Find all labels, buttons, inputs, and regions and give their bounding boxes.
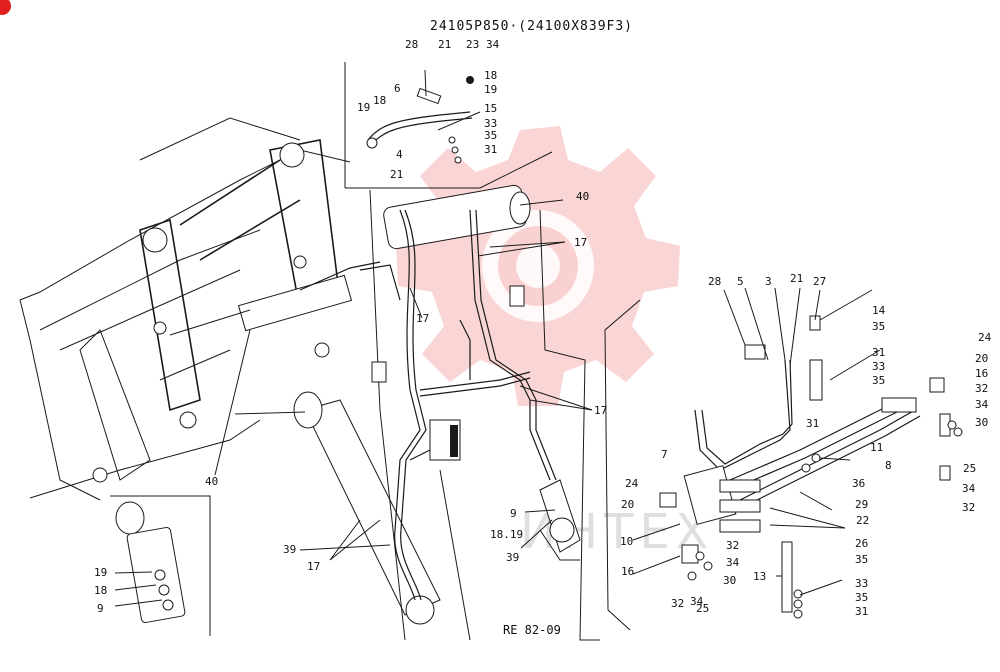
callout-32: 32 bbox=[962, 501, 975, 514]
callout-16: 16 bbox=[621, 565, 634, 578]
corner-badge-icon bbox=[0, 0, 11, 15]
callout-39: 39 bbox=[283, 543, 296, 556]
callout-35: 35 bbox=[872, 374, 885, 387]
machine-frame bbox=[19, 117, 600, 641]
callout-35: 35 bbox=[484, 129, 497, 142]
callout-29: 29 bbox=[855, 498, 868, 511]
callout-19: 19 bbox=[357, 101, 370, 114]
callout-18: 18 bbox=[94, 584, 107, 597]
callout-35: 35 bbox=[855, 553, 868, 566]
callout-32: 32 bbox=[671, 597, 684, 610]
callout-33: 33 bbox=[855, 577, 868, 590]
callout-17: 17 bbox=[416, 312, 429, 325]
callout-23: 23 bbox=[466, 38, 479, 51]
callout-34: 34 bbox=[690, 595, 704, 608]
callout-21: 21 bbox=[790, 272, 803, 285]
callout-22: 22 bbox=[856, 514, 869, 527]
callout-19: 19 bbox=[484, 83, 497, 96]
callout-8: 8 bbox=[885, 459, 892, 472]
callout-19: 19 bbox=[94, 566, 107, 579]
callout-40: 40 bbox=[576, 190, 589, 203]
callout-21: 21 bbox=[390, 168, 403, 181]
callout-28: 28 bbox=[405, 38, 418, 51]
callout-16: 16 bbox=[975, 367, 988, 380]
inset-cylinder-box bbox=[110, 495, 211, 636]
callout-18: 18 bbox=[373, 94, 386, 107]
callout-31: 31 bbox=[484, 143, 497, 156]
callout-5: 5 bbox=[737, 275, 744, 288]
callout-24: 24 bbox=[625, 477, 639, 490]
callout-26: 26 bbox=[855, 537, 868, 550]
callout-9: 9 bbox=[97, 602, 104, 615]
callout-4: 4 bbox=[396, 148, 403, 161]
callout-33: 33 bbox=[872, 360, 885, 373]
callout-13: 13 bbox=[753, 570, 766, 583]
callout-34: 34 bbox=[486, 38, 500, 51]
callout-34: 34 bbox=[975, 398, 989, 411]
hydraulic-hoses bbox=[299, 209, 557, 601]
callout-17: 17 bbox=[574, 236, 587, 249]
inset-upper-box bbox=[344, 62, 553, 189]
callout-35: 35 bbox=[855, 591, 868, 604]
callout-34: 34 bbox=[726, 556, 740, 569]
callout-32: 32 bbox=[975, 382, 988, 395]
leader-lines bbox=[114, 199, 851, 607]
valve-detail bbox=[604, 289, 963, 631]
callout-30: 30 bbox=[975, 416, 988, 429]
callout-9: 9 bbox=[510, 507, 517, 520]
callout-34: 34 bbox=[962, 482, 976, 495]
callout-27: 27 bbox=[813, 275, 826, 288]
callout-15: 15 bbox=[484, 102, 497, 115]
callout-33: 33 bbox=[484, 117, 497, 130]
callout-31: 31 bbox=[872, 346, 885, 359]
callout-labels: 28 21 23 34 18 19 6 19 18 15 33 35 31 4 … bbox=[94, 38, 992, 618]
callout-10: 10 bbox=[620, 535, 633, 548]
callout-32: 32 bbox=[726, 539, 739, 552]
diagram-title: 24105P850·(24100X839F3) bbox=[430, 19, 633, 34]
callout-24: 24 bbox=[978, 331, 992, 344]
callout-20: 20 bbox=[975, 352, 988, 365]
callout-30: 30 bbox=[723, 574, 736, 587]
callout-7: 7 bbox=[661, 448, 668, 461]
callout-31: 31 bbox=[806, 417, 819, 430]
callout-28: 28 bbox=[708, 275, 721, 288]
callout-31: 31 bbox=[855, 605, 868, 618]
callout-20: 20 bbox=[621, 498, 634, 511]
callout-21: 21 bbox=[438, 38, 451, 51]
callout-14: 14 bbox=[872, 304, 886, 317]
callout-40: 40 bbox=[205, 475, 218, 488]
watermark-gear-icon bbox=[396, 126, 680, 406]
callout-17: 17 bbox=[307, 560, 320, 573]
callout-11: 11 bbox=[870, 441, 883, 454]
callout-39: 39 bbox=[506, 551, 519, 564]
callout-35: 35 bbox=[872, 320, 885, 333]
footer-code: RE 82-09 bbox=[503, 623, 561, 637]
callout-18-19: 18.19 bbox=[490, 528, 523, 541]
callout-36: 36 bbox=[852, 477, 865, 490]
callout-17: 17 bbox=[594, 404, 607, 417]
callout-18: 18 bbox=[484, 69, 497, 82]
callout-6: 6 bbox=[394, 82, 401, 95]
callout-25: 25 bbox=[963, 462, 976, 475]
callout-3: 3 bbox=[765, 275, 772, 288]
callout-25: 25 bbox=[696, 602, 709, 615]
